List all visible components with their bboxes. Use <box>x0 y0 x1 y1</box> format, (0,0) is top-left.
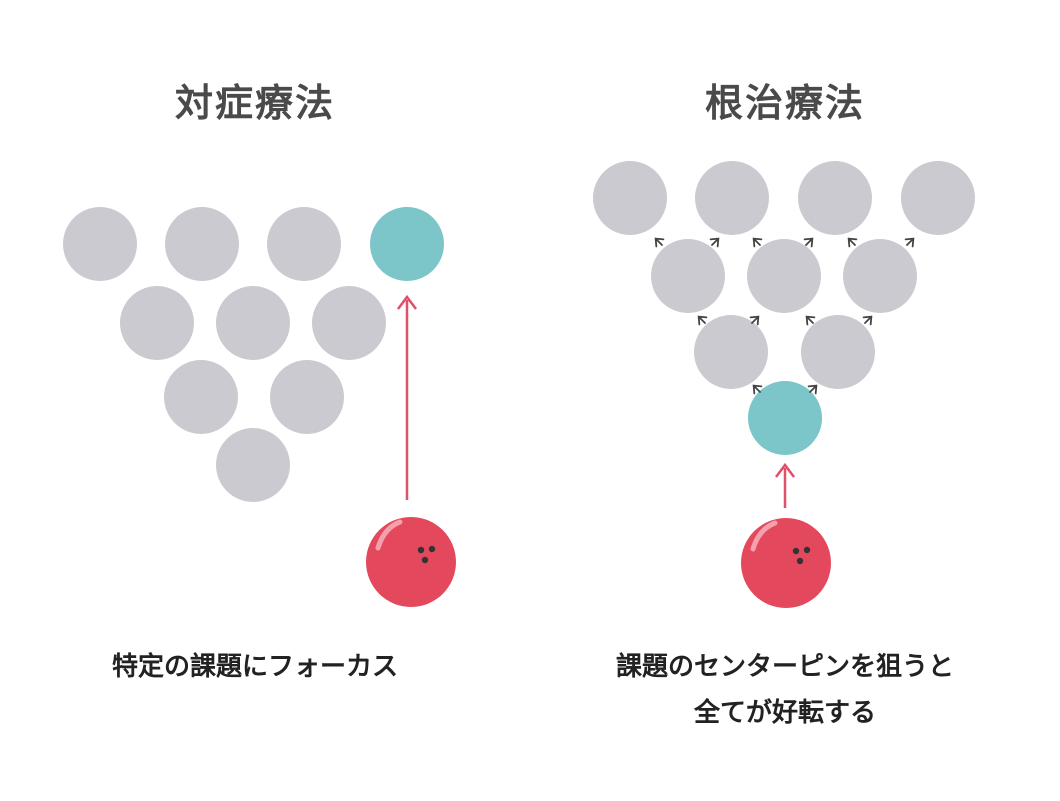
spread-arrow <box>803 237 814 248</box>
right-strike-arrowhead <box>775 462 795 478</box>
spread-arrow <box>654 237 665 248</box>
right-pin <box>843 239 917 313</box>
spread-arrow <box>752 237 763 248</box>
spread-arrow-group <box>654 237 915 395</box>
right-pin <box>747 239 821 313</box>
spread-arrow <box>904 237 915 248</box>
spread-arrow <box>749 315 760 326</box>
right-pin <box>798 161 872 235</box>
spread-arrow <box>807 384 818 395</box>
spread-arrow <box>752 384 763 395</box>
left-pin <box>120 286 194 360</box>
right-pin <box>901 161 975 235</box>
left-pin <box>165 207 239 281</box>
left-strike-arrowhead <box>397 294 417 310</box>
left-pin <box>216 428 290 502</box>
right-pin <box>695 161 769 235</box>
right-center-pin <box>748 381 822 455</box>
spread-arrow <box>847 237 858 248</box>
right-pin <box>694 315 768 389</box>
spread-arrow <box>697 315 708 326</box>
left-pin <box>164 360 238 434</box>
left-bowling-ball <box>366 517 456 607</box>
right-pin-group <box>593 161 975 455</box>
right-title: 根治療法 <box>704 81 865 125</box>
right-caption-line2: 全てが好転する <box>693 698 876 728</box>
spread-arrow <box>862 315 873 326</box>
right-pin <box>651 239 725 313</box>
right-caption-line1: 課題のセンターピンを狙うと <box>615 652 954 682</box>
spread-arrow <box>805 315 816 326</box>
left-target-pin <box>370 207 444 281</box>
left-caption: 特定の課題にフォーカス <box>111 652 398 682</box>
left-pin-group <box>63 207 444 502</box>
right-pin <box>593 161 667 235</box>
left-pin <box>270 360 344 434</box>
left-pin <box>267 207 341 281</box>
left-pin <box>216 286 290 360</box>
left-pin <box>312 286 386 360</box>
left-title: 対症療法 <box>174 81 335 125</box>
spread-arrow <box>709 237 720 248</box>
left-pin <box>63 207 137 281</box>
right-bowling-ball <box>741 518 831 608</box>
right-pin <box>801 315 875 389</box>
